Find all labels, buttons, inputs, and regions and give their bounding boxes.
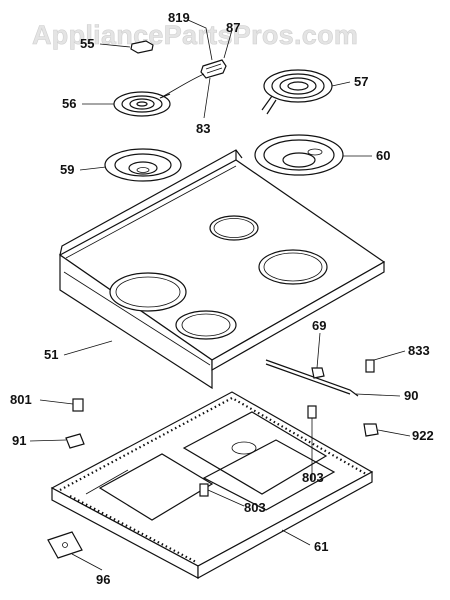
part-59-small-drip-pan-drawing <box>104 148 182 182</box>
part-label-833: 833 <box>408 343 430 358</box>
part-803a-fastener-drawing <box>307 405 317 419</box>
part-801-screw-drawing <box>72 398 84 412</box>
part-90-rod-drawing <box>265 359 359 397</box>
part-label-96: 96 <box>96 572 110 587</box>
part-60-large-drip-pan-drawing <box>254 134 344 176</box>
part-55-cap-drawing <box>130 40 154 54</box>
part-label-51: 51 <box>44 347 58 362</box>
part-803b-fastener-drawing <box>199 483 209 497</box>
part-51-cooktop-drawing <box>58 149 386 390</box>
part-label-922: 922 <box>412 428 434 443</box>
part-label-803-lower: 803 <box>244 500 266 515</box>
part-label-819: 819 <box>168 10 190 25</box>
part-label-57: 57 <box>354 74 368 89</box>
part-922-clip-drawing <box>363 423 379 437</box>
part-91-clip-drawing <box>65 433 85 449</box>
leader-lines <box>29 19 411 571</box>
part-label-83: 83 <box>196 121 210 136</box>
part-label-60: 60 <box>376 148 390 163</box>
part-label-801: 801 <box>10 392 32 407</box>
part-56-small-element-drawing <box>113 91 171 117</box>
part-61-main-top-drawing <box>50 391 374 580</box>
part-label-56: 56 <box>62 96 76 111</box>
part-87-terminal-block-drawing <box>159 59 227 99</box>
part-label-87: 87 <box>226 20 240 35</box>
part-label-90: 90 <box>404 388 418 403</box>
watermark-text: AppliancePartsPros.com <box>32 20 358 50</box>
part-label-61: 61 <box>314 539 328 554</box>
part-96-bracket-drawing <box>47 531 83 559</box>
part-label-55: 55 <box>80 36 94 51</box>
part-label-803-upper: 803 <box>302 470 324 485</box>
part-833-screw-drawing <box>365 359 375 373</box>
part-label-69: 69 <box>312 318 326 333</box>
part-label-91: 91 <box>12 433 26 448</box>
part-57-large-element-drawing <box>261 69 333 115</box>
part-label-59: 59 <box>60 162 74 177</box>
